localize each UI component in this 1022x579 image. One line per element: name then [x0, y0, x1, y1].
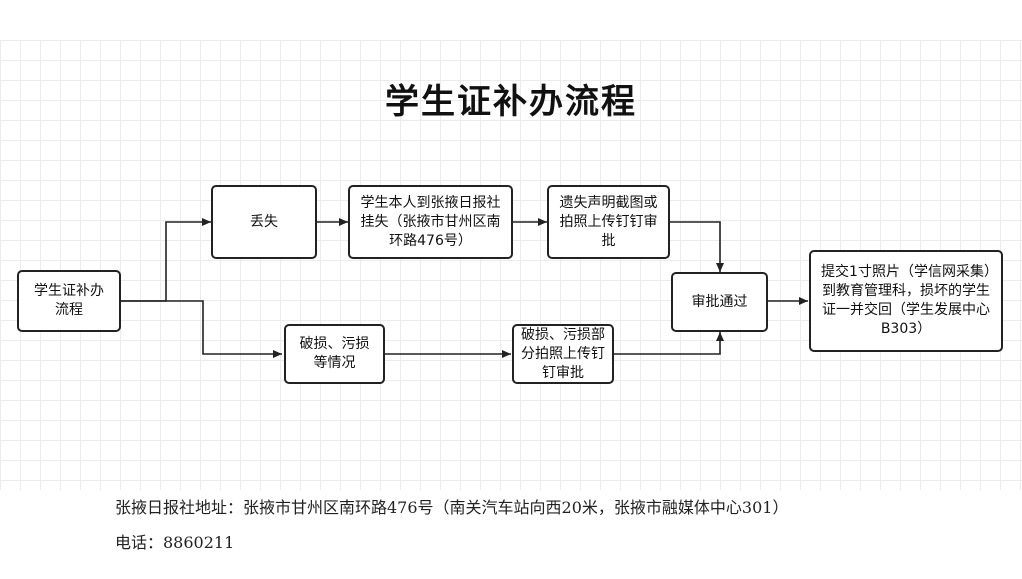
node-damaged: 破损、污损等情况: [284, 324, 385, 384]
footer-phone: 电话：8860211: [115, 533, 235, 552]
node-approved: 审批通过: [671, 272, 768, 332]
node-damaged-photo-label: 破损、污损部分拍照上传钉钉审批: [521, 326, 605, 381]
node-damaged-label: 破损、污损等情况: [299, 336, 370, 371]
diagram-title: 学生证补办流程: [385, 82, 637, 122]
node-damaged-photo: 破损、污损部分拍照上传钉钉审批: [512, 324, 614, 384]
footer-address: 张掖日报社地址：张掖市甘州区南环路476号（南关汽车站向西20米，张掖市融媒体中…: [115, 498, 789, 517]
node-submit: 提交1寸照片（学信网采集）到教育管理科，损坏的学生证一并交回（学生发展中心B30…: [809, 250, 1003, 352]
node-screenshot: 遗失声明截图或拍照上传钉钉审批: [547, 185, 670, 259]
node-approved-label: 审批通过: [691, 293, 748, 310]
node-start-label: 学生证补办流程: [34, 283, 104, 318]
node-start: 学生证补办流程: [17, 270, 121, 332]
node-screenshot-label: 遗失声明截图或拍照上传钉钉审批: [559, 194, 658, 249]
node-submit-label: 提交1寸照片（学信网采集）到教育管理科，损坏的学生证一并交回（学生发展中心B30…: [821, 264, 991, 337]
node-lost-label: 丢失: [250, 213, 278, 230]
node-report-label: 学生本人到张掖日报社挂失（张掖市甘州区南环路476号）: [360, 194, 501, 249]
node-report: 学生本人到张掖日报社挂失（张掖市甘州区南环路476号）: [348, 185, 513, 259]
node-lost: 丢失: [211, 185, 317, 259]
